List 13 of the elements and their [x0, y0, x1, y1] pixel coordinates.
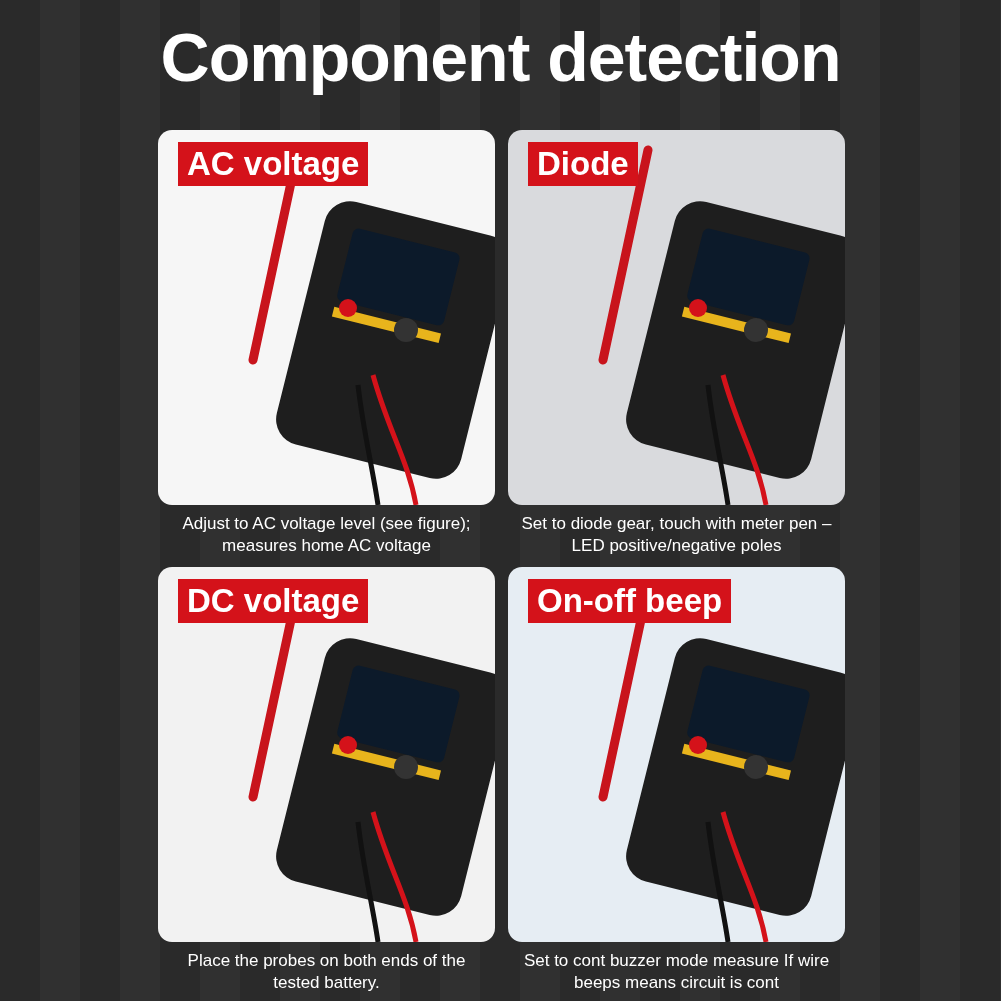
description-text: Set to diode gear, touch with meter pen – LED positive/negative poles: [520, 513, 833, 557]
description-text: Set to cont buzzer mode measure If wire beeps means circuit is cont: [522, 950, 831, 994]
panel-heading: AC voltage: [178, 142, 369, 186]
photo-panel: [158, 567, 495, 942]
panel-heading: DC voltage: [178, 579, 369, 623]
photo-panel: [508, 130, 845, 505]
photo-panel: [158, 130, 495, 505]
panel-heading: Diode: [528, 142, 638, 186]
title: Component detection: [159, 18, 842, 96]
panel-heading: On-off beep: [528, 579, 732, 623]
description-text: Place the probes on both ends of the tested battery.: [186, 950, 467, 994]
photo-panel: [508, 567, 845, 942]
description-text: Adjust to AC voltage level (see figure); measures home AC voltage: [181, 513, 472, 557]
